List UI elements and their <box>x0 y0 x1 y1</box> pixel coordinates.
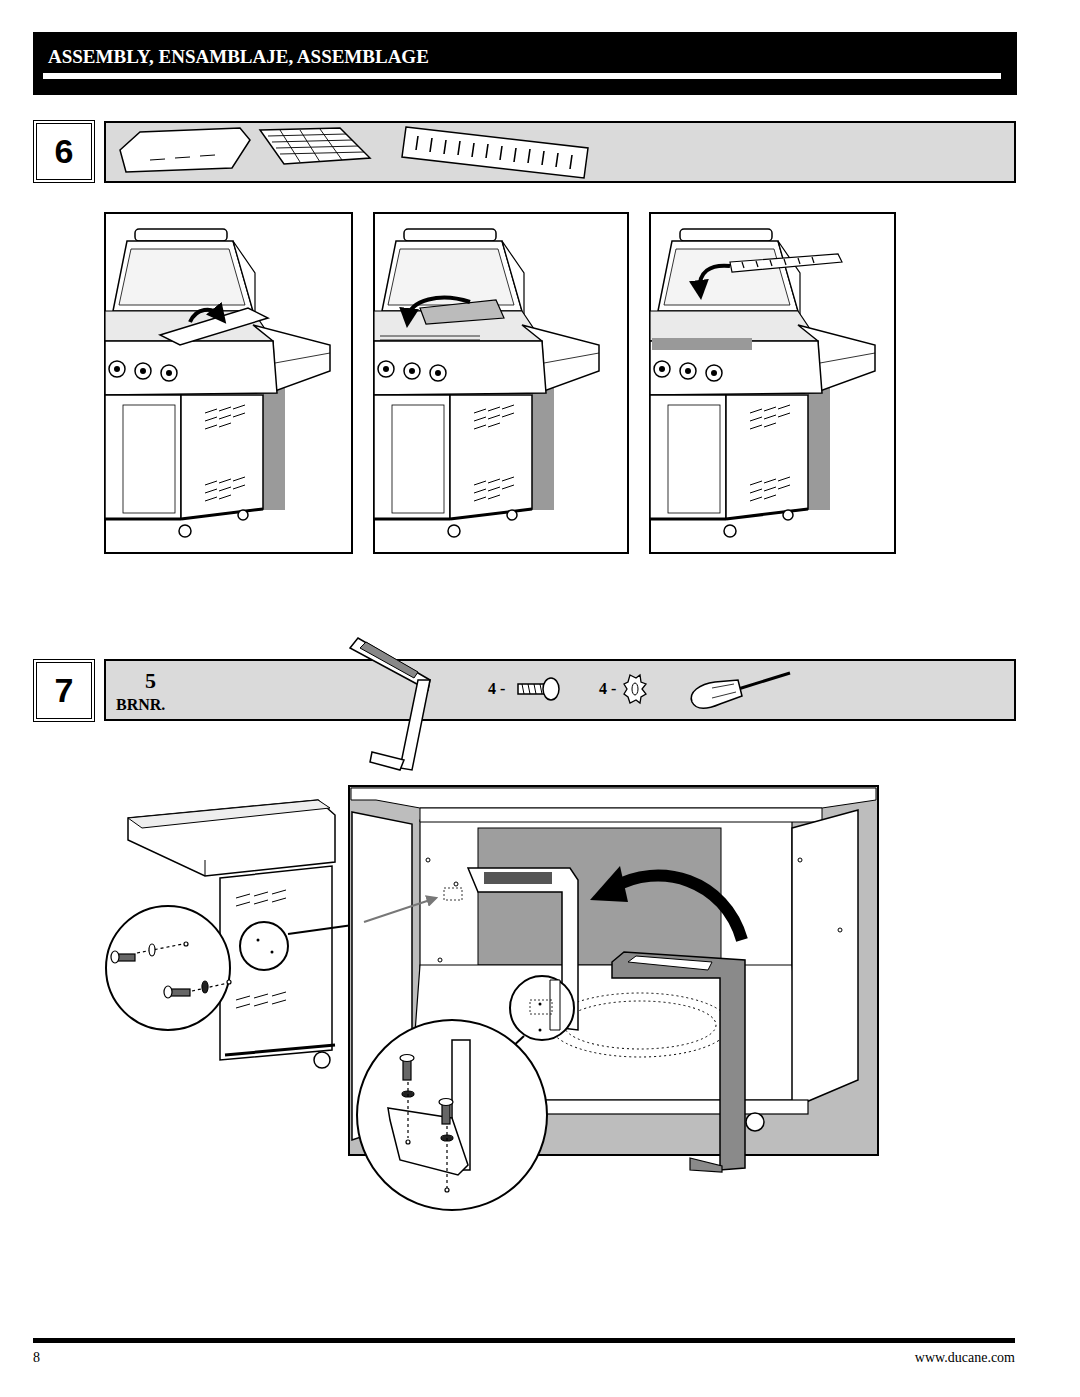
step-number-box: 7 <box>33 659 95 722</box>
quantity-number: 4 - <box>488 680 505 698</box>
screw-icon <box>518 678 559 700</box>
quantity-number: 4 - <box>599 680 616 698</box>
quantity-number: 5 <box>145 668 156 694</box>
step-number: 7 <box>55 671 74 710</box>
footer-rule <box>33 1338 1015 1343</box>
step-6-panel-2 <box>374 213 628 553</box>
step-6-panel-1 <box>105 213 352 553</box>
parts-strip <box>105 122 1015 182</box>
step-number: 6 <box>55 132 74 171</box>
parts-strip <box>105 638 1015 770</box>
grill-side-view <box>106 800 360 1068</box>
step-number-box: 6 <box>33 120 95 183</box>
part-name: BRNR. <box>116 696 165 714</box>
page-title: ASSEMBLY, ENSAMBLAJE, ASSEMBLAGE <box>48 46 433 68</box>
cabinet-interior <box>349 786 878 1210</box>
step-6-panel-3 <box>650 213 895 553</box>
screwdriver-icon <box>691 673 790 708</box>
washer-icon <box>624 675 646 703</box>
page-number: 8 <box>33 1350 40 1366</box>
website-url: www.ducane.com <box>915 1350 1015 1366</box>
header-rule <box>43 73 1001 79</box>
header-bar: ASSEMBLY, ENSAMBLAJE, ASSEMBLAGE <box>33 32 1017 95</box>
